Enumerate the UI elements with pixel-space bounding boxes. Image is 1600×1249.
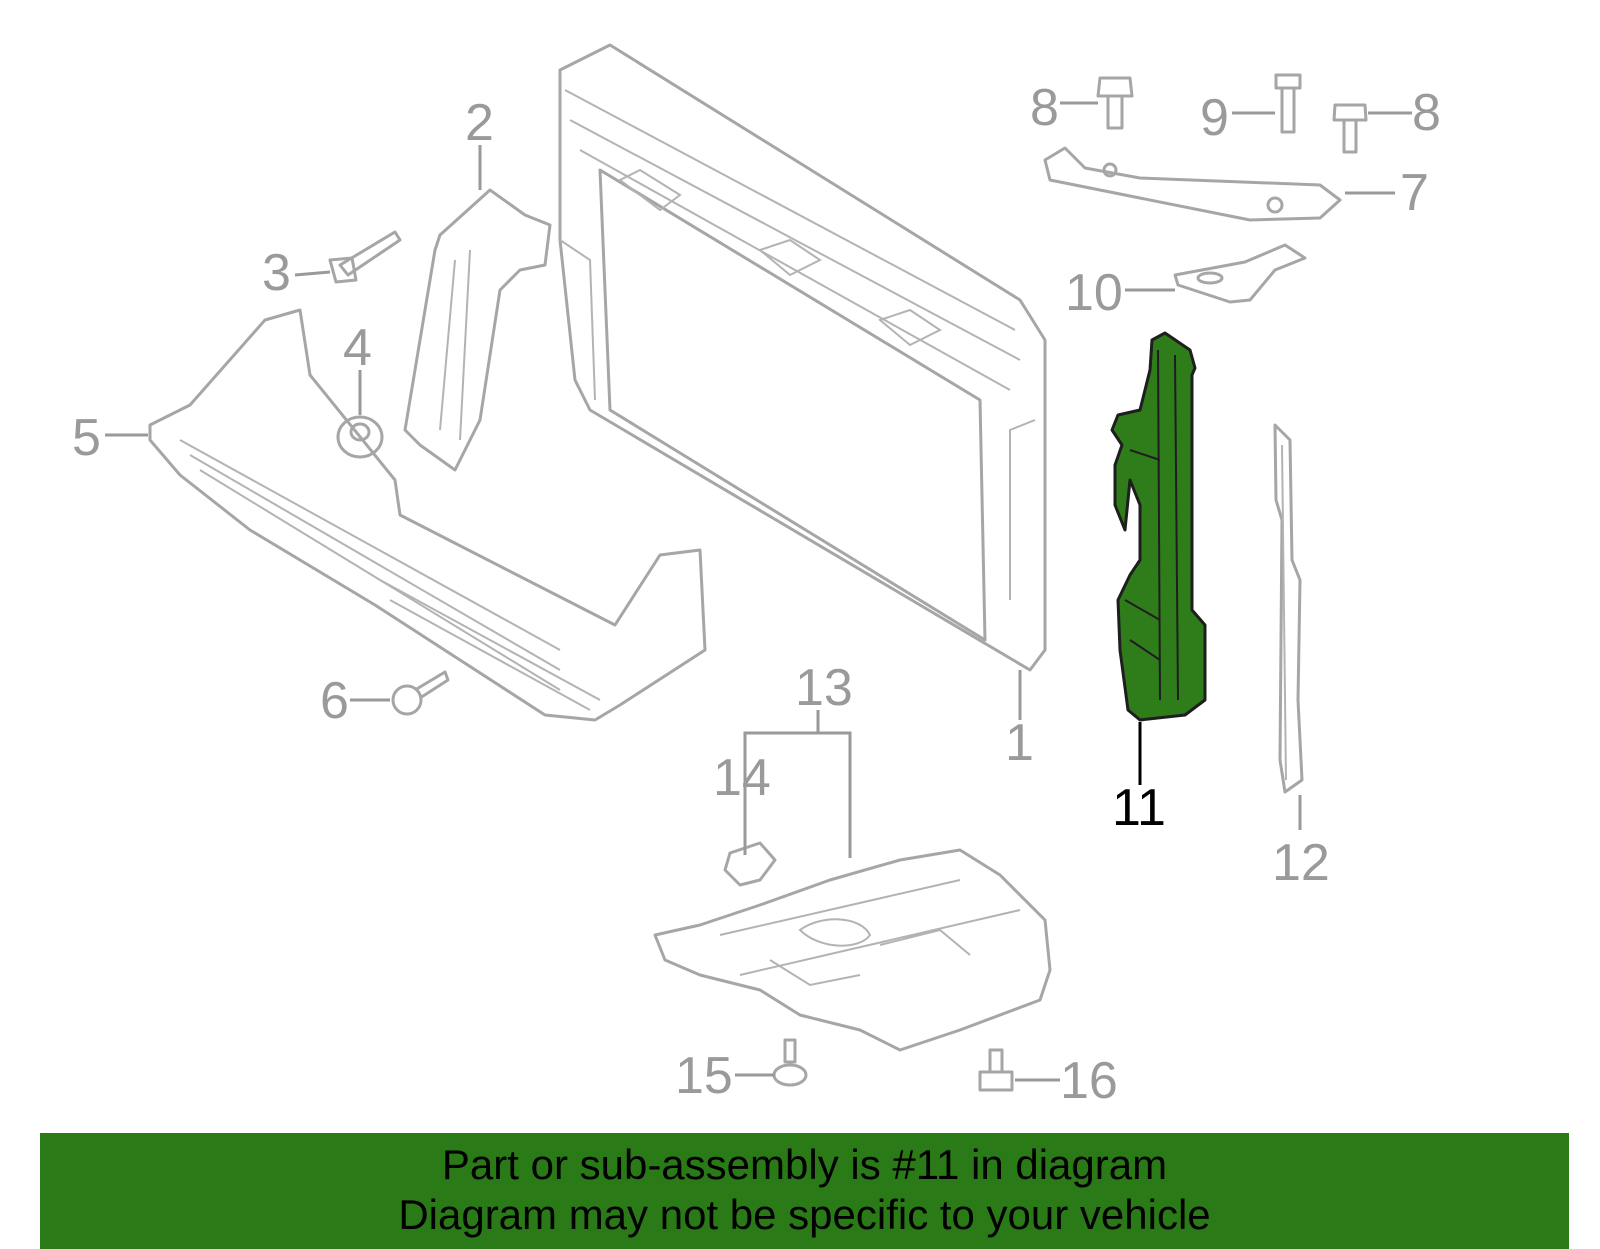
part-15-bolt[interactable] <box>772 1038 808 1087</box>
part-3-bolt[interactable] <box>328 230 402 284</box>
callout-3: 3 <box>262 244 291 302</box>
part-14-clip[interactable] <box>723 841 777 887</box>
banner-line-1: Part or sub-assembly is #11 in diagram <box>441 1141 1168 1188</box>
part-13-splash-shield[interactable] <box>653 848 1052 1052</box>
callout-1: 1 <box>1005 714 1034 772</box>
part-5-bumper-absorber[interactable] <box>148 308 707 722</box>
part-12-side-seal[interactable] <box>1273 423 1304 794</box>
part-1-radiator-support[interactable] <box>558 43 1047 672</box>
part-16-bolt[interactable] <box>978 1048 1014 1092</box>
callout-10: 10 <box>1065 264 1123 322</box>
part-6-screw[interactable] <box>391 670 450 716</box>
callout-9: 9 <box>1200 89 1229 147</box>
part-11-air-guide[interactable] <box>1110 331 1207 722</box>
callout-11: 11 <box>1112 779 1166 837</box>
callout-2: 2 <box>465 94 494 152</box>
info-banner: Part or sub-assembly is #11 in diagram D… <box>40 1133 1569 1249</box>
callout-13: 13 <box>795 659 853 717</box>
parts-diagram: 1 2 3 4 5 6 7 8 9 8 10 11 12 13 14 15 16 <box>72 43 1441 1110</box>
callout-8-left: 8 <box>1030 79 1059 137</box>
part-8-bolt-right[interactable] <box>1332 103 1368 154</box>
part-2-bracket[interactable] <box>403 188 552 472</box>
callout-5: 5 <box>72 409 101 467</box>
callout-arrows <box>105 101 1412 1082</box>
callout-15: 15 <box>675 1047 733 1105</box>
callout-16: 16 <box>1060 1052 1118 1110</box>
callout-8-right: 8 <box>1412 84 1441 142</box>
callout-12: 12 <box>1272 834 1330 892</box>
part-10-bracket[interactable] <box>1173 243 1307 304</box>
part-7-upper-bracket[interactable] <box>1043 146 1342 222</box>
banner-line-2: Diagram may not be specific to your vehi… <box>398 1191 1211 1238</box>
callout-14: 14 <box>713 749 771 807</box>
part-8-bolt-left[interactable] <box>1096 76 1134 130</box>
part-4-nut[interactable] <box>336 415 384 459</box>
callout-7: 7 <box>1400 164 1429 222</box>
callout-4: 4 <box>343 319 372 377</box>
callout-6: 6 <box>320 672 349 730</box>
part-9-bolt[interactable] <box>1274 73 1302 134</box>
